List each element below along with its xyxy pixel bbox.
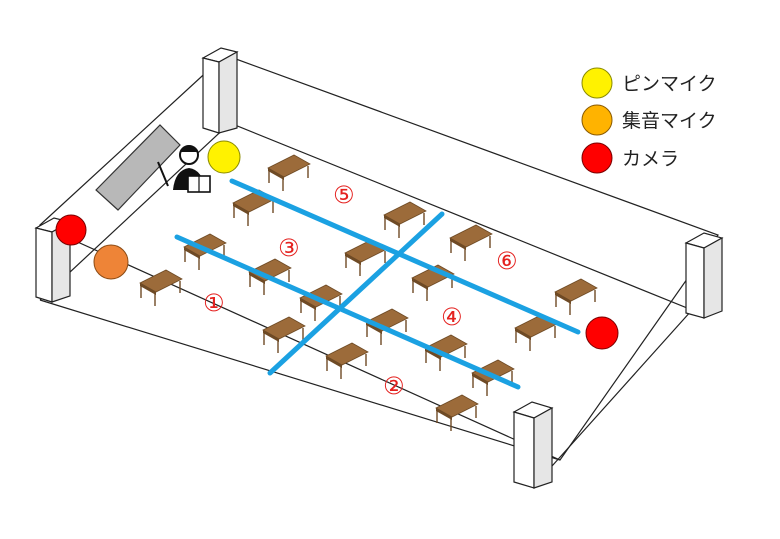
- desk: [471, 359, 515, 396]
- teacher-icon: [157, 145, 211, 193]
- legend: ピンマイク 集音マイク カメラ: [581, 67, 717, 174]
- camera-marker-right: [585, 316, 619, 350]
- legend-swatch-camera: [581, 142, 613, 174]
- divider-cross: [267, 211, 445, 376]
- pillar-back-right: [684, 232, 724, 319]
- legend-label-pin-mic: ピンマイク: [622, 73, 717, 95]
- pillar-back-left: [201, 47, 239, 134]
- desk: [435, 394, 479, 431]
- desk: [325, 342, 369, 379]
- legend-label-camera: カメラ: [622, 148, 679, 170]
- legend-item-pin-mic: ピンマイク: [581, 67, 717, 99]
- zone-labels: ① ② ③ ④ ⑤ ⑥: [203, 181, 518, 400]
- divider-front: [174, 234, 521, 390]
- blackboard: [95, 124, 181, 211]
- legend-item-collector-mic: 集音マイク: [581, 104, 717, 136]
- desk: [267, 154, 311, 191]
- zone-label-3: ③: [278, 234, 300, 262]
- pin-mic-marker: [207, 140, 241, 174]
- legend-label-collector-mic: 集音マイク: [622, 110, 717, 132]
- zone-label-2: ②: [383, 372, 405, 400]
- legend-swatch-pin-mic: [581, 67, 613, 99]
- equipment: [55, 140, 619, 350]
- desk: [183, 233, 227, 270]
- collector-mic-marker: [93, 244, 129, 280]
- legend-item-camera: カメラ: [581, 142, 679, 174]
- zone-dividers: [174, 178, 581, 390]
- zone-label-1: ①: [203, 289, 225, 317]
- zone-label-4: ④: [441, 303, 463, 331]
- zone-label-5: ⑤: [333, 181, 355, 209]
- pillar-front-right: [512, 401, 554, 489]
- desk: [262, 316, 306, 353]
- zone-label-6: ⑥: [496, 247, 518, 275]
- desk: [139, 269, 183, 306]
- desk: [554, 278, 598, 315]
- desk: [299, 284, 343, 321]
- desk: [383, 201, 427, 238]
- divider-back: [229, 178, 581, 335]
- desk: [411, 264, 455, 301]
- legend-swatch-collector-mic: [581, 104, 613, 136]
- desk: [449, 224, 493, 261]
- camera-marker-left: [55, 214, 87, 246]
